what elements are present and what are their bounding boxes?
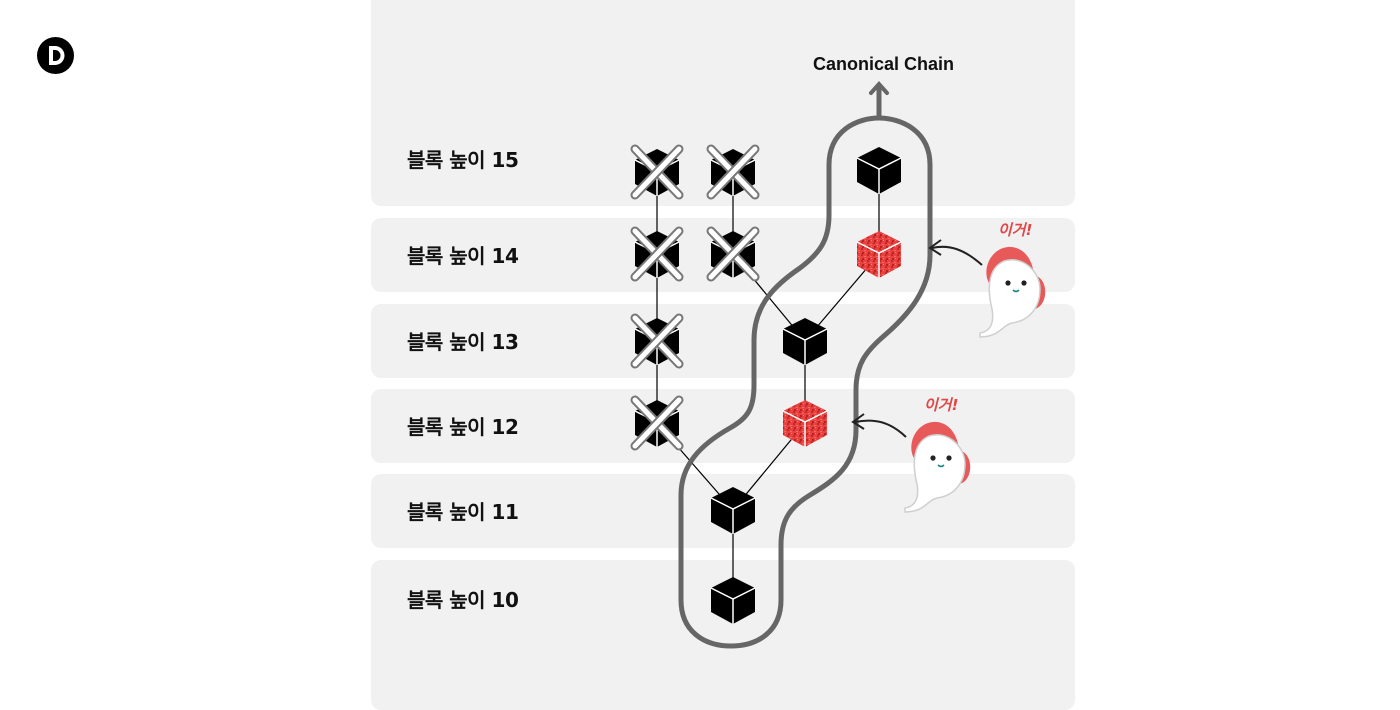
- highlighted-block-12: [782, 399, 828, 448]
- block-10: [710, 576, 756, 625]
- callout-arrow-icon: [851, 413, 907, 438]
- row-label: 블록 높이 12: [407, 415, 519, 439]
- row-height-13: 블록 높이 13: [371, 304, 1075, 378]
- highlighted-block-14: [856, 230, 902, 279]
- block-11: [710, 486, 756, 535]
- chain-continuation-arrow-icon: [869, 80, 889, 118]
- row-label: 블록 높이 15: [407, 148, 519, 172]
- orphan-block-a-12: [635, 400, 679, 447]
- canonical-chain-title: Canonical Chain: [813, 54, 955, 74]
- row-label: 블록 높이 10: [407, 588, 519, 612]
- block-13: [782, 317, 828, 366]
- orphan-block-b-14: [711, 231, 755, 278]
- row-label: 블록 높이 14: [407, 244, 519, 268]
- orphan-block-a-14: [635, 231, 679, 278]
- brand-logo-icon: [37, 37, 74, 74]
- row-label: 블록 높이 13: [407, 330, 519, 354]
- orphan-block-a-15: [635, 149, 679, 196]
- row-label: 블록 높이 11: [407, 500, 519, 524]
- callout-text: 이거!: [924, 396, 958, 414]
- block-15: [856, 146, 902, 195]
- callout-arrow-icon: [928, 239, 983, 266]
- callout-text: 이거!: [998, 221, 1032, 239]
- orphan-block-b-15: [711, 149, 755, 196]
- orphan-block-a-13: [635, 318, 679, 365]
- ghost-icon: [904, 421, 972, 513]
- canonical-chain-outline: [678, 115, 933, 649]
- ghost-icon: [979, 246, 1047, 338]
